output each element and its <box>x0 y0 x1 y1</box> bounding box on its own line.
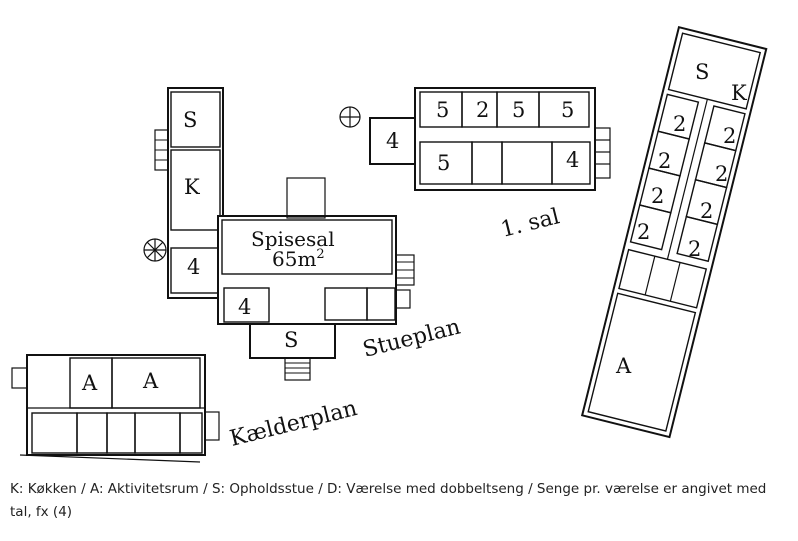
annex-room-label: 2 <box>637 220 650 244</box>
annex-room-label: 2 <box>673 112 686 136</box>
first-floor-room-label: 5 <box>436 98 449 122</box>
first-floor-room-label: 4 <box>386 129 399 153</box>
first-floor-room-label: 4 <box>566 148 579 172</box>
annex-room-label: 2 <box>715 162 728 186</box>
legend-caption: K: Køkken / A: Aktivitetsrum / S: Ophold… <box>10 481 767 520</box>
basement-room-label: A <box>142 369 159 393</box>
ground-room-label: S <box>183 108 197 132</box>
annex-room-label: K <box>731 81 747 105</box>
annex-room-label: 2 <box>700 199 713 223</box>
basement-room-label: A <box>81 371 98 395</box>
annex-room-label: 2 <box>658 149 671 173</box>
first-floor-room-label: 5 <box>512 98 525 122</box>
ground-room-label: K <box>184 175 200 199</box>
basement-plan: A A Kælderplan <box>11 354 360 463</box>
annex-room-label: 2 <box>723 124 736 148</box>
annex-room-label: A <box>615 354 632 378</box>
ground-room-label: 4 <box>238 295 251 319</box>
basement-title: Kælderplan <box>227 396 359 452</box>
dining-room-name: Spisesal <box>251 227 335 251</box>
first-floor-room-label: 5 <box>437 151 450 175</box>
ground-room-label: 4 <box>187 255 200 279</box>
ground-room-label: S <box>284 328 298 352</box>
first-floor-room-label: 2 <box>476 98 489 122</box>
first-floor-room-label: 5 <box>561 98 574 122</box>
annex-building-plan <box>580 25 768 439</box>
first-floor-title: 1. sal <box>498 204 562 243</box>
dining-room-area: 65m2 <box>272 247 325 271</box>
annex-room-label: 2 <box>688 237 701 261</box>
annex-room-label: S <box>695 60 709 84</box>
first-floor-plan: 5 2 5 5 4 5 4 1. sal <box>339 87 611 243</box>
floor-plan-diagram: A A Kælderplan <box>11 25 768 463</box>
annex-room-label: 2 <box>651 184 664 208</box>
